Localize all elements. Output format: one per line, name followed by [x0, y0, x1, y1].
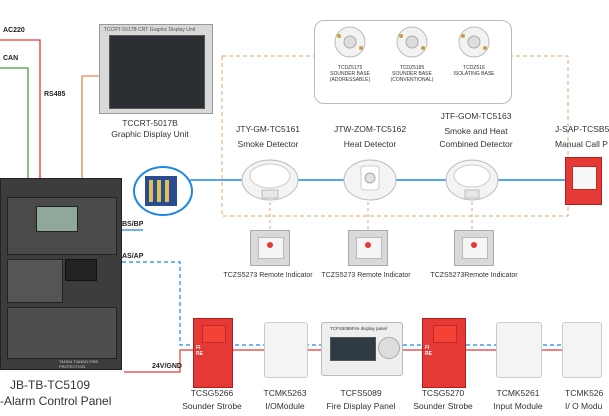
heat-detector-name: Heat Detector — [343, 139, 397, 149]
power-label: 24V/GND — [152, 363, 182, 370]
manual-call-model: J-SAP-TCSB5 — [555, 124, 609, 134]
panel-model: JB-TB-TC5109 — [10, 378, 91, 392]
sounder-strobe-1-name: Sounder Strobe — [182, 401, 242, 411]
panel-bottom-text: TANDA TIANBO FIRE PROTECTION — [59, 359, 99, 369]
smoke-detector-icon — [241, 159, 299, 201]
rs485-label: RS485 — [44, 91, 66, 98]
remote-indicator-1-label: TCZS5273 Remote Indicator — [223, 272, 313, 279]
remote-indicator-2 — [348, 230, 388, 266]
sounder-strobe-2: FIRE — [422, 318, 466, 388]
heat-detector-icon — [343, 159, 397, 201]
bsbp-label: BS/BP — [122, 221, 144, 228]
can-label: CAN — [3, 55, 19, 62]
io-module — [264, 322, 308, 378]
heat-detector-model: JTW-ZOM-TC5162 — [333, 124, 407, 134]
input-module-name: Input Module — [493, 401, 543, 411]
input-module — [496, 322, 542, 378]
manual-call-window — [572, 166, 597, 190]
display-unit-name: Graphic Display Unit — [111, 129, 189, 139]
sounder-base-addressable-icon — [334, 26, 366, 58]
sounder-base-conventional-icon — [396, 26, 428, 58]
fire-display-panel: TCFS5089Fire display panel — [321, 322, 403, 376]
sounder-strobe-1: FIRE — [193, 318, 233, 388]
combined-detector-icon — [445, 159, 499, 201]
detector-group-box — [221, 55, 569, 217]
fire-display-screen — [330, 337, 376, 361]
fire-display-name: Fire Display Panel — [326, 401, 396, 411]
sounder-strobe-2-name: Sounder Strobe — [413, 401, 473, 411]
rs485-wire — [81, 75, 100, 178]
control-panel: TANDA TIANBO FIRE PROTECTION — [0, 178, 122, 370]
fire-display-dpad — [378, 337, 400, 359]
io-module-name: I/OModule — [265, 401, 305, 411]
panel-keypad — [7, 259, 63, 303]
manual-call-name: Manual Call P — [555, 139, 608, 149]
io-module-2 — [562, 322, 602, 378]
panel-display-area — [7, 197, 117, 255]
asap-label: AS/AP — [122, 253, 144, 260]
panel-name: -Alarm Control Panel — [0, 394, 112, 408]
combined-detector-model: JTF-GOM-TC5163 — [440, 111, 512, 121]
bases-icons — [334, 26, 490, 58]
io-module-model: TCMK5263 — [263, 388, 307, 398]
can-wire — [0, 67, 29, 178]
remote-indicator-2-label: TCZS5273 Remote Indicator — [321, 272, 411, 279]
isolating-base-icon — [458, 26, 490, 58]
display-unit-screen — [109, 35, 205, 109]
fire-display-model: TCFS5089 — [340, 388, 382, 398]
combined-detector-name: Smoke and Heat — [444, 126, 508, 136]
smoke-detector-name: Smoke Detector — [237, 139, 299, 149]
detectors-icons — [241, 159, 499, 201]
panel-lcd — [36, 206, 78, 232]
sounder-strobe-2-model: TCSG5270 — [421, 388, 465, 398]
remote-indicator-3 — [454, 230, 494, 266]
panel-printer — [65, 259, 97, 281]
input-module-model: TCMK5261 — [496, 388, 540, 398]
panel-lower-area — [7, 307, 117, 359]
terminal-block — [133, 166, 193, 216]
manual-call-point — [565, 157, 602, 205]
remote-indicator-1 — [250, 230, 290, 266]
io-module-2-name: I/ O Modu — [565, 401, 603, 411]
ac220-label: AC220 — [3, 27, 25, 34]
remote-indicator-3-label: TCZS5273Remote Indicator — [430, 272, 518, 279]
ac220-wire — [0, 39, 41, 178]
smoke-detector-model: JTY-GM-TC5161 — [236, 124, 300, 134]
combined-detector-name2: Combined Detector — [439, 139, 513, 149]
graphic-display-unit: TCCRT-5017B CRT Graphic Display Unit — [99, 24, 213, 114]
sounder-strobe-1-model: TCSG5266 — [190, 388, 234, 398]
display-unit-model: TCCRT-5017B — [122, 118, 178, 128]
display-unit-caption: TCCRT-5017B CRT Graphic Display Unit — [104, 27, 196, 33]
io-module-2-model: TCMK526 — [565, 388, 604, 398]
